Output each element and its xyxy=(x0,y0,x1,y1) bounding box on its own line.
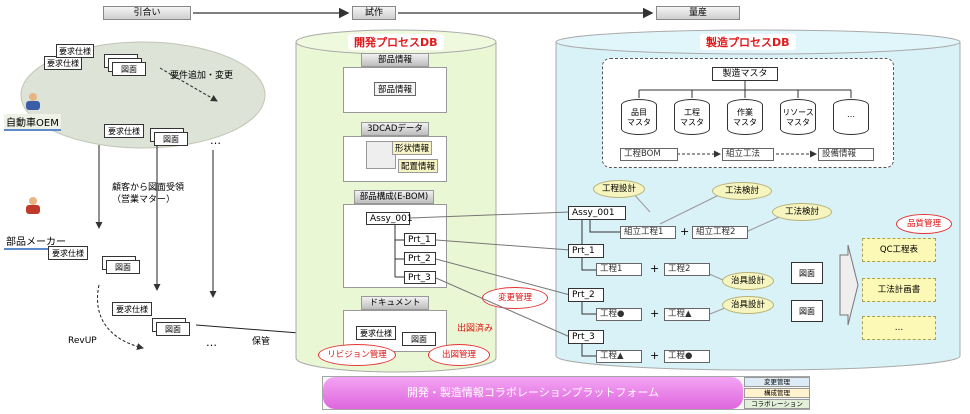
revision-callout: リビジョン管理 xyxy=(318,344,396,366)
platform-title: 開発・製造情報コラボレーションプラットフォーム xyxy=(323,377,743,409)
master-resource: リソース マスタ xyxy=(780,99,816,135)
storage-label: 保管 xyxy=(252,337,271,347)
oem-person-icon xyxy=(24,92,42,110)
mfg-assy-step-2: 組立工程2 xyxy=(692,226,748,239)
mfg-prt-2: Prt_2 xyxy=(568,288,604,302)
master-title: 製造マスタ xyxy=(712,67,778,81)
mfg-prt-3-step-2: 工程● xyxy=(664,350,710,363)
cad-model-icon xyxy=(366,141,396,169)
cad-header: 3DCADデータ xyxy=(361,122,429,136)
parts-info-header: 部品情報 xyxy=(361,53,429,67)
stage-prototype: 試作 xyxy=(352,6,396,20)
stage-production: 量産 xyxy=(656,6,740,20)
oval-process-design: 工程設計 xyxy=(593,180,645,198)
cad-shape-label: 形状情報 xyxy=(392,141,433,155)
plus-prt-1: + xyxy=(650,262,660,275)
parts-info-item: 部品情報 xyxy=(374,82,417,96)
flow-process-bom: 工程BOM xyxy=(620,148,678,161)
ebom-prt-1: Prt_1 xyxy=(404,233,436,246)
flow-equipment-info: 設備情報 xyxy=(818,148,874,161)
issued-label: 出図済み xyxy=(457,324,494,334)
quality-qc-chart: QC工程表 xyxy=(862,238,936,262)
oval-jig-design-2: 治具設計 xyxy=(722,296,774,314)
spec-doc-4: 要求仕様 xyxy=(112,302,152,316)
quality-callout: 品質管理 xyxy=(896,214,952,234)
mfg-assy: Assy_001 xyxy=(568,206,626,220)
flow-assembly-method: 組立工法 xyxy=(722,148,774,161)
drawing-doc-3: 図面 xyxy=(106,260,140,274)
ellipsis-1: … xyxy=(210,134,221,147)
supplier-label: 部品メーカー xyxy=(4,233,68,250)
platform-layer-collab: コラボレーション xyxy=(744,399,810,409)
document-spec: 要求仕様 xyxy=(356,326,396,340)
plus-prt-3: + xyxy=(650,349,660,362)
mfg-db-title: 製造プロセスDB xyxy=(700,34,796,50)
mfg-prt-1-step-2: 工程2 xyxy=(664,263,710,276)
spec-doc-top: 要求仕様 xyxy=(56,44,94,58)
master-process: 工程 マスタ xyxy=(674,99,710,135)
plus-prt-2: + xyxy=(650,307,660,320)
parts-info-panel: 部品情報 xyxy=(343,67,447,113)
drawing-doc-4: 図面 xyxy=(156,322,190,336)
spec-doc-2: 要求仕様 xyxy=(104,124,144,138)
requirement-change-label: 要件追加・変更 xyxy=(170,71,234,81)
master-item: 品目 マスタ xyxy=(621,99,657,135)
quality-method-plan: 工法計画書 xyxy=(862,278,936,302)
ellipsis-2: … xyxy=(206,336,217,349)
ebom-tree-lines xyxy=(394,225,404,278)
mfg-prt-3-step-1: 工程▲ xyxy=(596,350,642,363)
supplier-person-icon xyxy=(24,196,42,214)
cad-layout-label: 配置情報 xyxy=(398,159,439,173)
mfg-drawing-1: 図面 xyxy=(791,262,823,284)
receive-label: 顧客から図面受領 （営業マター） xyxy=(112,183,185,205)
oem-label: 自動車OEM xyxy=(4,114,61,131)
drawing-doc-2: 図面 xyxy=(154,132,188,146)
document-drawing: 図面 xyxy=(402,332,436,346)
quality-more: … xyxy=(862,316,936,340)
oval-method-study-2: 工法検討 xyxy=(772,203,832,221)
ebom-assy: Assy_001 xyxy=(366,212,413,225)
master-tree xyxy=(638,81,852,158)
drawing-doc: 図面 xyxy=(112,62,146,76)
dev-db-title: 開発プロセスDB xyxy=(348,34,444,50)
ebom-prt-3: Prt_3 xyxy=(404,271,436,284)
mfg-assy-step-1: 組立工程1 xyxy=(620,226,676,239)
document-header: ドキュメント xyxy=(361,296,429,310)
spec-doc-3: 要求仕様 xyxy=(48,246,88,260)
mfg-prt-1-step-1: 工程1 xyxy=(596,263,642,276)
revup-label: RevUP xyxy=(68,336,97,346)
cad-panel: 形状情報 配置情報 xyxy=(343,136,447,182)
oval-method-study-1: 工法検討 xyxy=(712,182,772,200)
issue-callout: 出図管理 xyxy=(428,344,490,366)
oval-jig-design-1: 治具設計 xyxy=(722,272,774,290)
ebom-prt-2: Prt_2 xyxy=(404,252,436,265)
ebom-header: 部品構成(E-BOM) xyxy=(354,190,434,204)
master-more: … xyxy=(833,99,869,135)
plus-assy: + xyxy=(680,225,690,238)
mfg-prt-2-step-2: 工程▲ xyxy=(664,308,710,321)
mfg-prt-2-step-1: 工程● xyxy=(596,308,642,321)
mfg-prt-1: Prt_1 xyxy=(568,244,604,258)
platform-layer-change: 変更管理 xyxy=(744,377,810,387)
mfg-prt-3: Prt_3 xyxy=(568,330,604,344)
platform-layer-config: 構成管理 xyxy=(744,388,810,398)
mfg-drawing-2: 図面 xyxy=(791,300,823,322)
stage-inquiry: 引合い xyxy=(103,6,191,20)
master-work: 作業 マスタ xyxy=(727,99,763,135)
